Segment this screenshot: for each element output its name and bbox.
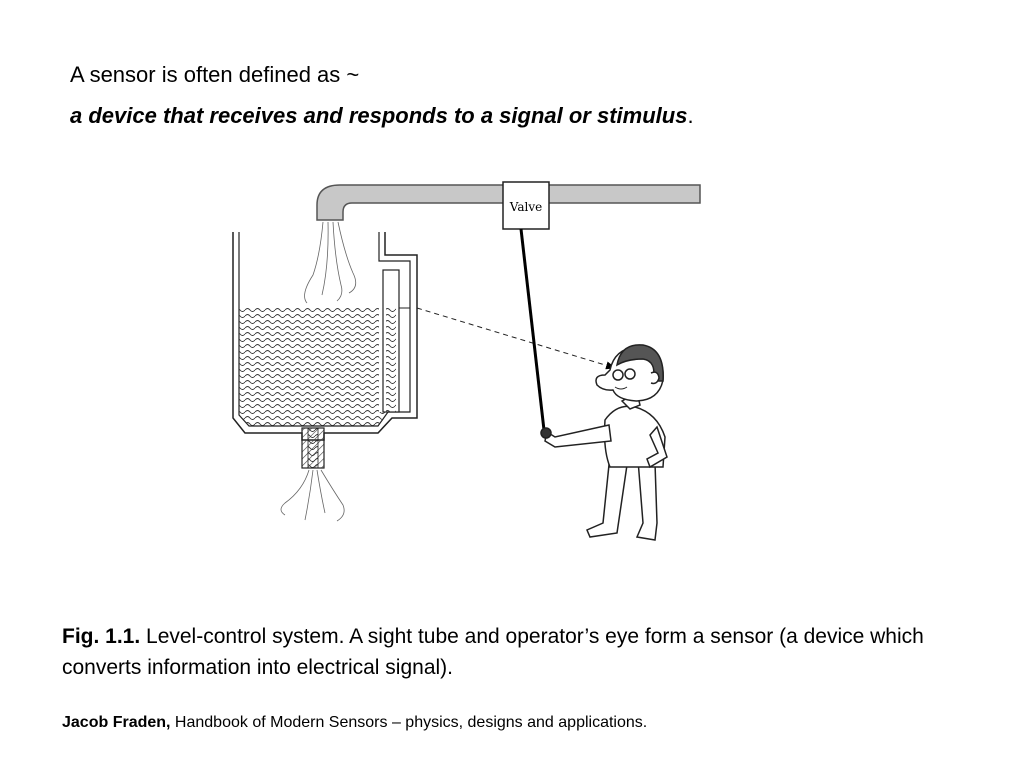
intro-line-1: A sensor is often defined as ~	[70, 62, 360, 87]
intro-line-2: a device that receives and responds to a…	[70, 102, 694, 130]
operator	[540, 344, 668, 541]
tank	[232, 232, 418, 469]
valve-label: Valve	[509, 200, 542, 214]
valve-control-rod	[519, 228, 546, 431]
caption-text: Level-control system. A sight tube and o…	[62, 625, 924, 679]
inflow-stream	[304, 221, 357, 304]
credit-title: Handbook of Modern Sensors – physics, de…	[170, 714, 648, 731]
sight-tube	[382, 269, 410, 413]
figure-caption: Fig. 1.1. Level-control system. A sight …	[62, 621, 962, 683]
figure-number: Fig. 1.1.	[62, 625, 141, 648]
valve: Valve	[502, 181, 550, 230]
sensor-definition: a device that receives and responds to a…	[70, 103, 688, 128]
level-control-figure: Valve	[225, 175, 710, 565]
source-credit: Jacob Fraden, Handbook of Modern Sensors…	[62, 712, 647, 734]
credit-author: Jacob Fraden,	[62, 714, 171, 731]
level-control-illustration: Valve	[232, 181, 701, 541]
line-of-sight-arrow	[416, 307, 616, 370]
outflow-stream	[280, 469, 345, 522]
definition-period: .	[687, 103, 694, 128]
